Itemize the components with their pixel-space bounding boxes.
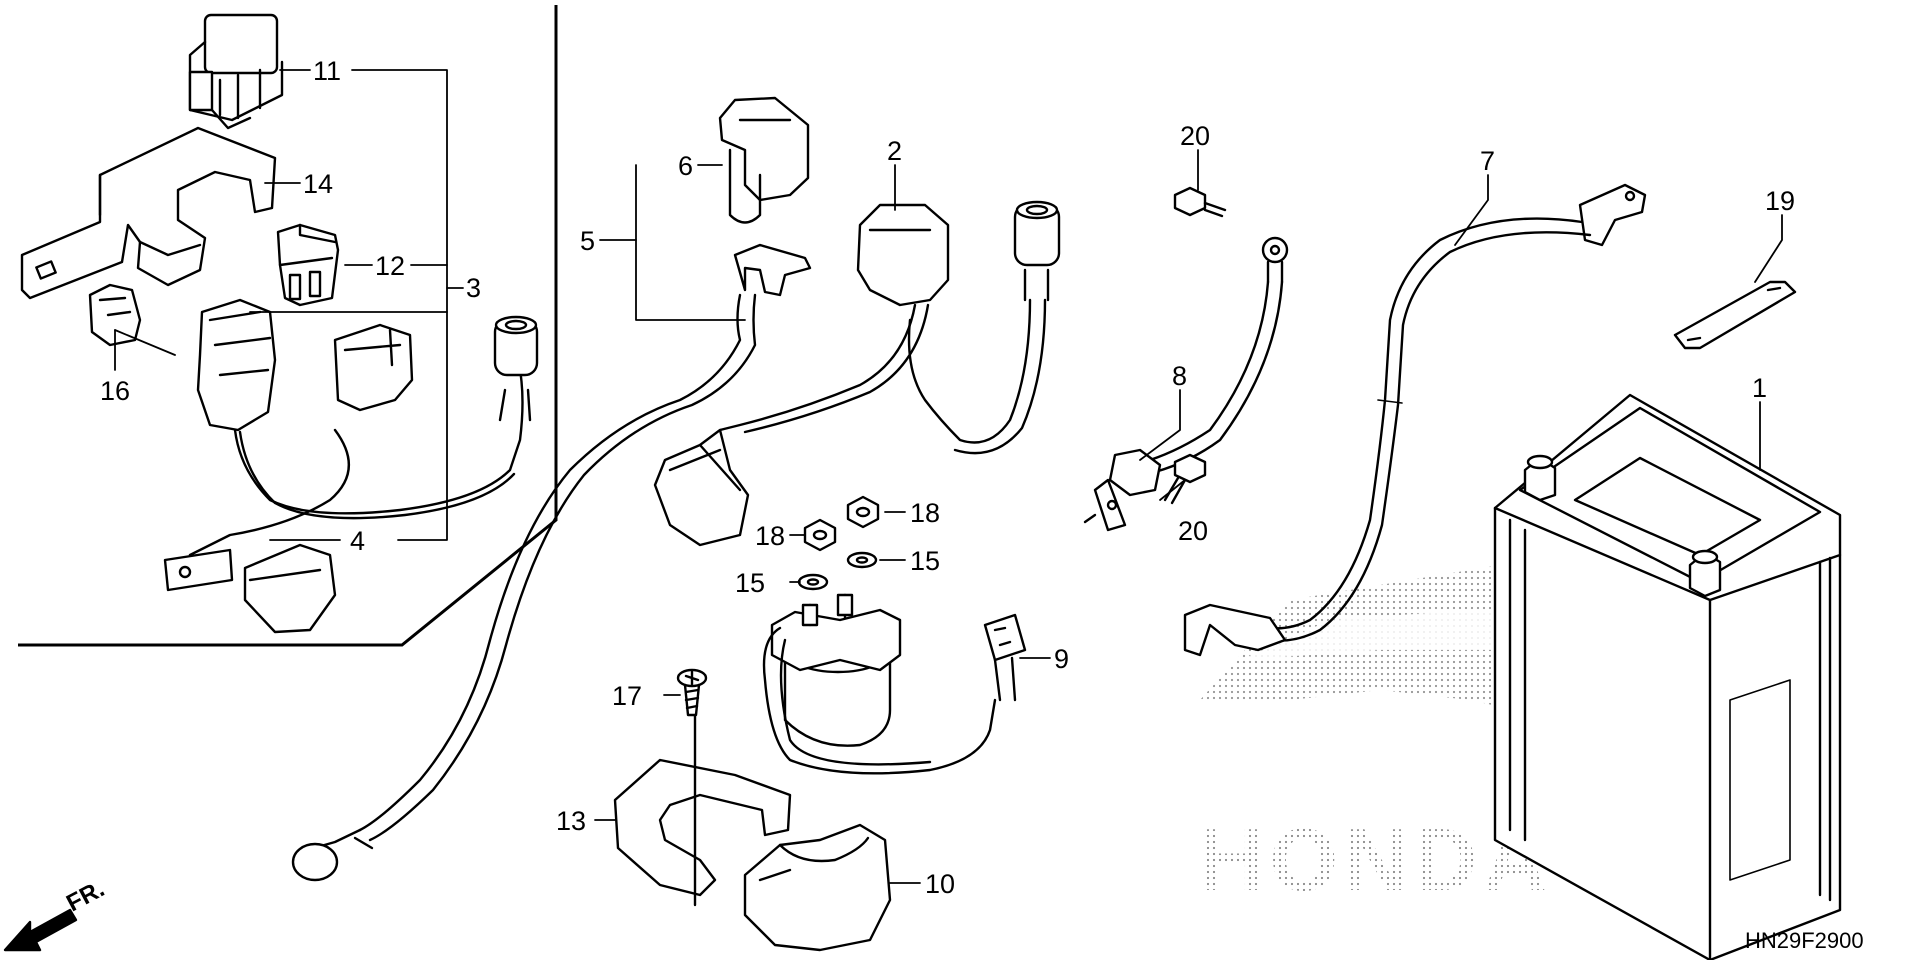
terminal-cap-part bbox=[718, 96, 810, 224]
bolt-bottom-part bbox=[1163, 453, 1207, 505]
watermark-text: HONDA bbox=[1200, 810, 1553, 909]
leader-lines bbox=[114, 69, 1783, 884]
screw-part bbox=[676, 668, 708, 717]
bolt-top-part bbox=[1173, 186, 1227, 218]
callout-6: 6 bbox=[678, 151, 693, 181]
callout-9: 9 bbox=[1054, 644, 1069, 674]
callout-18-left: 18 bbox=[755, 521, 785, 551]
main-fuse-part bbox=[276, 223, 340, 307]
battery-band-part bbox=[1673, 280, 1797, 350]
callout-18-right: 18 bbox=[910, 498, 940, 528]
battery-cable-part bbox=[1183, 183, 1647, 657]
callout-12: 12 bbox=[375, 251, 405, 281]
inset-border bbox=[18, 5, 558, 647]
solenoid-cover-part bbox=[743, 823, 892, 952]
wire-harness-inset-part bbox=[163, 298, 539, 634]
starter-solenoid-part bbox=[762, 593, 1027, 775]
callout-labels: 11 14 12 3 16 4 6 5 2 20 8 20 7 19 1 18 … bbox=[100, 56, 1795, 899]
callout-17: 17 bbox=[612, 681, 642, 711]
callout-7: 7 bbox=[1480, 146, 1495, 176]
callout-8: 8 bbox=[1172, 361, 1187, 391]
callout-3: 3 bbox=[466, 273, 481, 303]
callout-19: 19 bbox=[1765, 186, 1795, 216]
callout-15-right: 15 bbox=[910, 546, 940, 576]
callout-14: 14 bbox=[303, 169, 333, 199]
solenoid-bracket-part bbox=[613, 713, 792, 907]
callout-5: 5 bbox=[580, 226, 595, 256]
nut-and-washer-parts bbox=[797, 495, 880, 591]
callout-1: 1 bbox=[1752, 373, 1767, 403]
starter-relay-part bbox=[188, 13, 284, 130]
callout-16: 16 bbox=[100, 376, 130, 406]
callout-20-top: 20 bbox=[1180, 121, 1210, 151]
relay-bracket-part bbox=[20, 126, 277, 300]
battery-part bbox=[1493, 393, 1842, 960]
callout-4: 4 bbox=[350, 526, 365, 556]
callout-11: 11 bbox=[313, 56, 341, 86]
drawing-code: HN29F2900 bbox=[1745, 928, 1864, 953]
callout-13: 13 bbox=[556, 806, 586, 836]
callout-2: 2 bbox=[887, 136, 902, 166]
front-direction-arrow bbox=[3, 908, 78, 952]
callout-20-bottom: 20 bbox=[1178, 516, 1208, 546]
starter-cable-part bbox=[653, 200, 1061, 547]
positive-cable-part bbox=[291, 243, 812, 882]
clip-part bbox=[88, 283, 142, 347]
callout-10: 10 bbox=[925, 869, 955, 899]
callout-15-left: 15 bbox=[735, 568, 765, 598]
